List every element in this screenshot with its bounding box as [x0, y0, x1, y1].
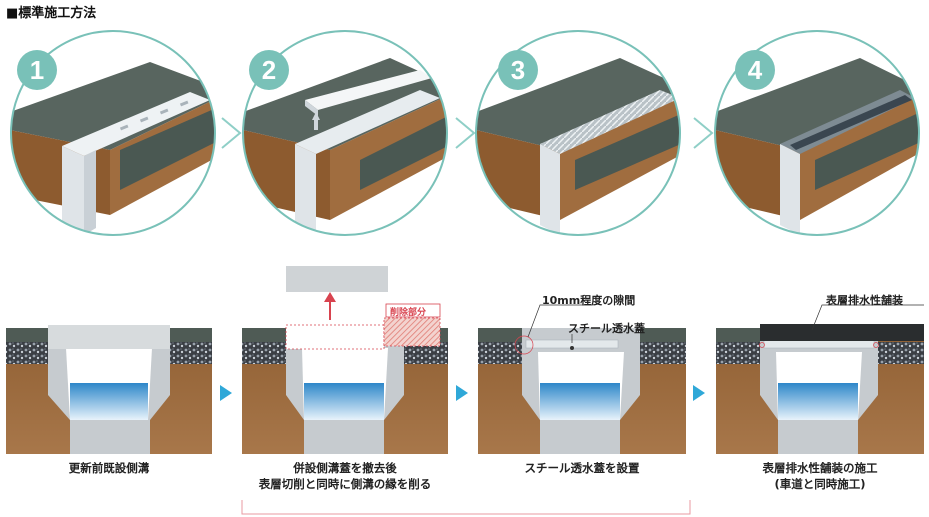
- step2-illustration: 2: [242, 30, 448, 236]
- step3-number: 3: [511, 55, 525, 85]
- step4-number: 4: [748, 55, 763, 85]
- removed-part-label: 削除部分: [390, 308, 427, 318]
- page-title: ■標準施工方法: [6, 6, 97, 21]
- arrow-right-icon: [456, 385, 468, 401]
- arrow-right-icon: [220, 385, 232, 401]
- arrow-up-icon: [324, 292, 336, 302]
- section2: [242, 266, 448, 454]
- gap-label: 10mm程度の隙間: [542, 294, 636, 307]
- step2-number: 2: [262, 55, 276, 85]
- step3-caption: スチール透水蓋を設置: [524, 461, 640, 475]
- step1-badge: [17, 50, 57, 90]
- section4: [716, 304, 924, 454]
- porous-pavement-label: 表層排水性舗装: [826, 294, 903, 307]
- bracket: [241, 500, 691, 515]
- steel-cover-label: スチール透水蓋: [568, 322, 645, 335]
- step1-number: 1: [30, 55, 44, 85]
- chevron-right-icon: [455, 117, 476, 149]
- step3-illustration: 3: [475, 30, 681, 236]
- chevron-right-icon: [221, 117, 242, 149]
- section1: [6, 325, 212, 454]
- removed-part-box: [385, 303, 441, 318]
- chevron-right-icon: [693, 117, 714, 149]
- step4-caption: 表層排水性舗装の施工 (車道と同時施工): [762, 461, 878, 491]
- arrow-right-icon: [693, 385, 705, 401]
- step2-badge: [249, 50, 289, 90]
- step2-caption: 併設側溝蓋を撤去後 表層切削と同時に側溝の縁を削る: [258, 461, 432, 491]
- step4-illustration: 4: [714, 30, 920, 236]
- step1-caption: 更新前既設側溝: [68, 461, 150, 475]
- step3-badge: [498, 50, 538, 90]
- section3: [478, 304, 686, 454]
- step1-illustration: 1: [10, 30, 216, 236]
- step4-badge: [735, 50, 775, 90]
